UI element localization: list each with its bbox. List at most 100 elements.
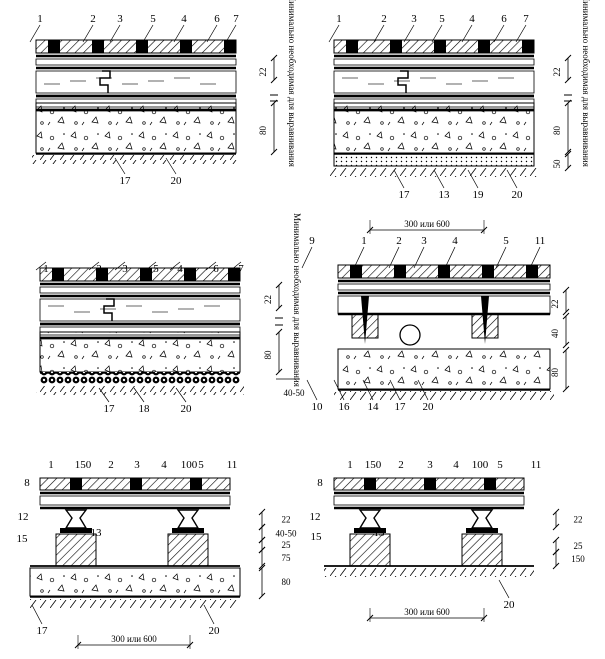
ground-fill <box>334 391 554 400</box>
callout-label: 6 <box>213 263 219 275</box>
dim-tick <box>258 536 266 544</box>
callout-label: 3 <box>427 459 433 471</box>
callout-label: 12 <box>18 511 29 523</box>
callout-label: 17 <box>120 175 132 187</box>
callout-label: 8 <box>317 477 323 489</box>
tongue-joint <box>99 70 111 93</box>
dim-tick <box>564 164 572 172</box>
dim-tick <box>552 536 560 544</box>
leader-line <box>373 24 385 43</box>
parquet-joint <box>224 40 236 53</box>
leader-line <box>31 604 43 625</box>
dim-tick <box>275 304 283 312</box>
leader-line <box>301 246 313 269</box>
leader-line <box>114 157 126 175</box>
dim-tick <box>562 312 570 320</box>
leader-line <box>389 379 401 401</box>
dimension-value: 80 <box>552 126 562 136</box>
leader-line <box>225 24 237 43</box>
callout-label: 1 <box>37 13 43 25</box>
parquet-joint <box>478 40 490 53</box>
callout-label: 7 <box>233 13 239 25</box>
leader-line <box>353 246 365 269</box>
waterproofing-pad <box>172 528 204 533</box>
parquet-joint <box>424 478 436 490</box>
leader-line <box>529 246 541 269</box>
dimension-value: 80 <box>258 126 268 136</box>
dim-tick <box>258 523 266 531</box>
dim-tick <box>270 54 278 62</box>
callout-label: 20 <box>512 189 524 201</box>
leader-line <box>362 379 374 401</box>
dim-tick <box>564 54 572 62</box>
callout-label: 11 <box>535 235 546 247</box>
leader-line <box>169 261 181 271</box>
ground-fill <box>36 386 244 395</box>
leader-line <box>461 24 473 43</box>
leader-line <box>206 24 218 43</box>
leader-line <box>431 24 443 43</box>
leader-line <box>98 387 110 403</box>
parquet-joint <box>190 478 202 490</box>
callout-label: 13 <box>439 189 451 201</box>
waterproofing-pad <box>354 528 386 533</box>
leader-line <box>495 246 507 269</box>
leader-line <box>388 246 400 269</box>
leader-line <box>333 379 345 401</box>
underlay-layer <box>35 58 237 66</box>
spacing-dimension: 300 или 600 <box>111 634 157 644</box>
dim-tick <box>270 148 278 156</box>
dim-tick <box>564 150 572 158</box>
dimension-value: 22 <box>258 68 268 77</box>
parquet-joint <box>140 268 152 281</box>
callout-label: 3 <box>421 235 427 247</box>
underlay-layer <box>333 58 535 66</box>
callout-label: 20 <box>171 175 183 187</box>
board-layer <box>337 295 551 315</box>
dim-tick <box>258 564 266 572</box>
waterproofing-pad <box>60 528 92 533</box>
leader-line <box>506 169 518 189</box>
brick-block <box>167 533 209 567</box>
board-layer <box>333 495 525 506</box>
callout-label: 150 <box>75 459 92 471</box>
ground-fill <box>330 168 538 177</box>
parquet-joint <box>184 268 196 281</box>
callout-label: 5 <box>503 235 509 247</box>
sand-layer <box>333 152 535 167</box>
parquet-joint <box>346 40 358 53</box>
parquet-joint <box>438 265 450 278</box>
parquet-joint <box>96 268 108 281</box>
dim-tick <box>562 385 570 393</box>
callout-label: 1 <box>361 235 367 247</box>
board-layer <box>39 298 241 322</box>
callout-label: 1 <box>336 13 342 25</box>
callout-label: 15 <box>311 531 323 543</box>
leader-line <box>493 24 505 43</box>
dimension-value: 40-50 <box>284 388 305 398</box>
leader-line <box>393 169 405 189</box>
leader-line <box>230 261 242 271</box>
callout-label: 20 <box>504 599 516 611</box>
dim-tick <box>564 148 572 156</box>
concrete-slab <box>39 331 241 373</box>
dim-tick <box>564 76 572 84</box>
callout-label: 5 <box>439 13 445 25</box>
brick-block <box>461 533 503 567</box>
callout-label: 10 <box>312 401 324 413</box>
parquet-joint <box>390 40 402 53</box>
callout-label: 2 <box>96 263 102 275</box>
callout-label: 5 <box>497 459 503 471</box>
leader-line <box>417 379 429 401</box>
leader-line <box>515 24 527 43</box>
parquet-joint <box>522 40 534 53</box>
dim-tick <box>552 562 560 570</box>
dim-tick <box>258 592 266 600</box>
callout-label: 3 <box>134 459 140 471</box>
leader-line <box>403 24 415 43</box>
callout-label: 13 <box>91 527 103 539</box>
ground-fill <box>32 155 240 164</box>
